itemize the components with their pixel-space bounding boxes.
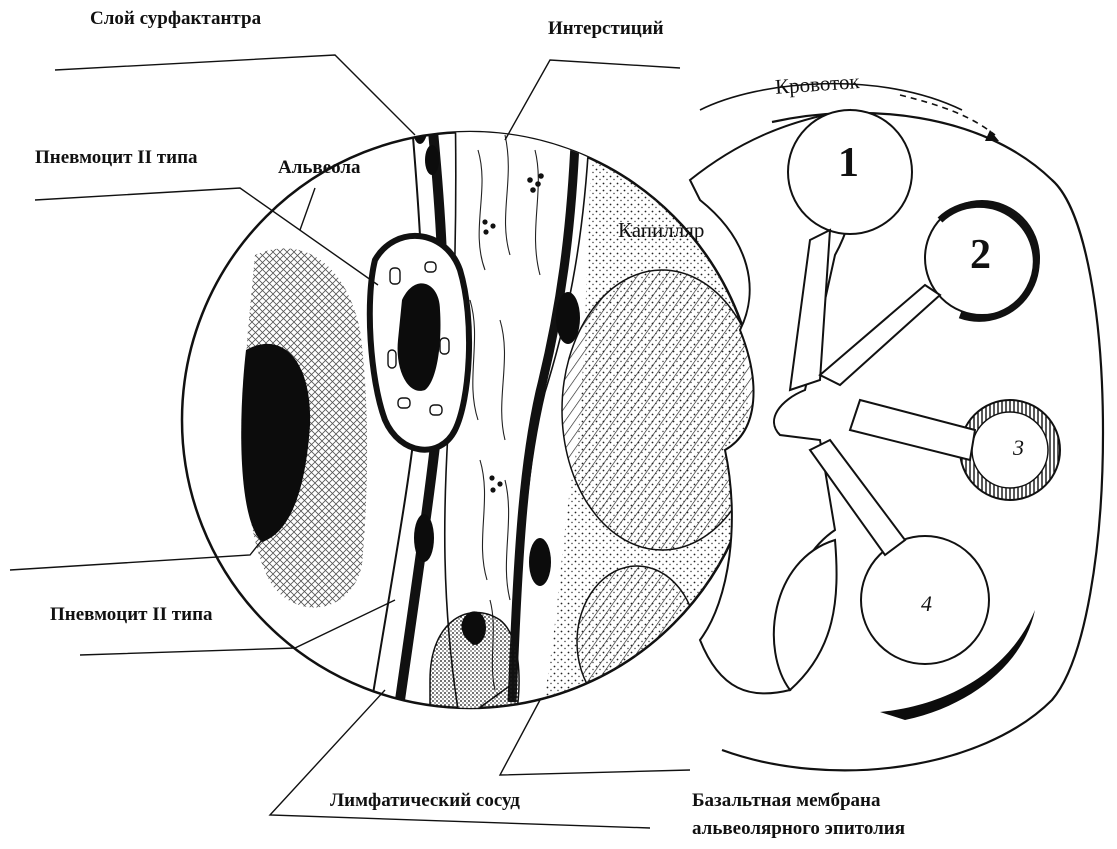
- tissue-section: [182, 100, 765, 722]
- dashed-arrow-icon: [900, 95, 995, 135]
- stage-1-number: 1: [838, 142, 859, 184]
- arrow-head-icon: [985, 130, 999, 141]
- label-interstitium: Интерстиций: [548, 18, 664, 40]
- label-pneumocyte-bottom: Пневмоцит II типа: [50, 604, 213, 626]
- stage-3-number: 3: [1013, 437, 1024, 459]
- type-2-pneumocyte: [370, 236, 469, 450]
- label-basal-membrane-2: альвеолярного эпитолия: [692, 818, 905, 840]
- erythrocyte-small: [577, 566, 697, 718]
- label-basal-membrane-1: Базальтная мембрана: [692, 790, 881, 812]
- stages-schematic: [690, 84, 1103, 771]
- stage-4-number: 4: [921, 593, 932, 615]
- label-alveolus: Альвеола: [278, 157, 361, 179]
- stage-2-number: 2: [970, 234, 991, 276]
- label-pneumocyte-top: Пневмоцит II типа: [35, 147, 198, 169]
- label-capillary: Капилляр: [618, 218, 704, 242]
- label-surfactant: Слой сурфактантра: [90, 8, 261, 30]
- label-lymphatic-vessel: Лимфатический сосуд: [330, 790, 520, 812]
